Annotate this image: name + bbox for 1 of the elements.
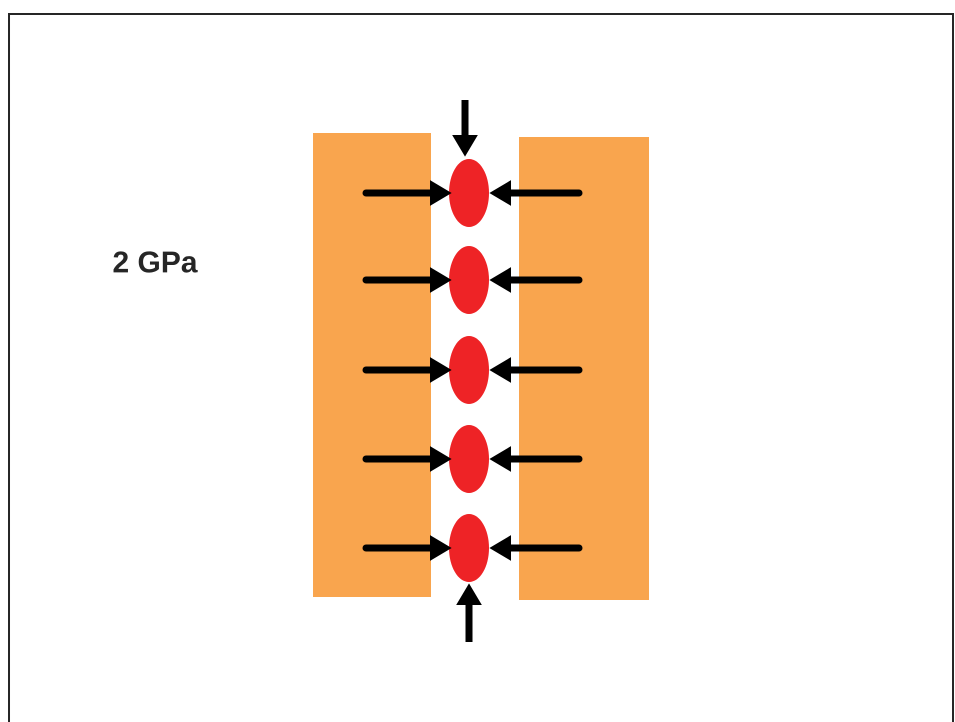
pressure-label: 2 GPa bbox=[114, 251, 198, 273]
